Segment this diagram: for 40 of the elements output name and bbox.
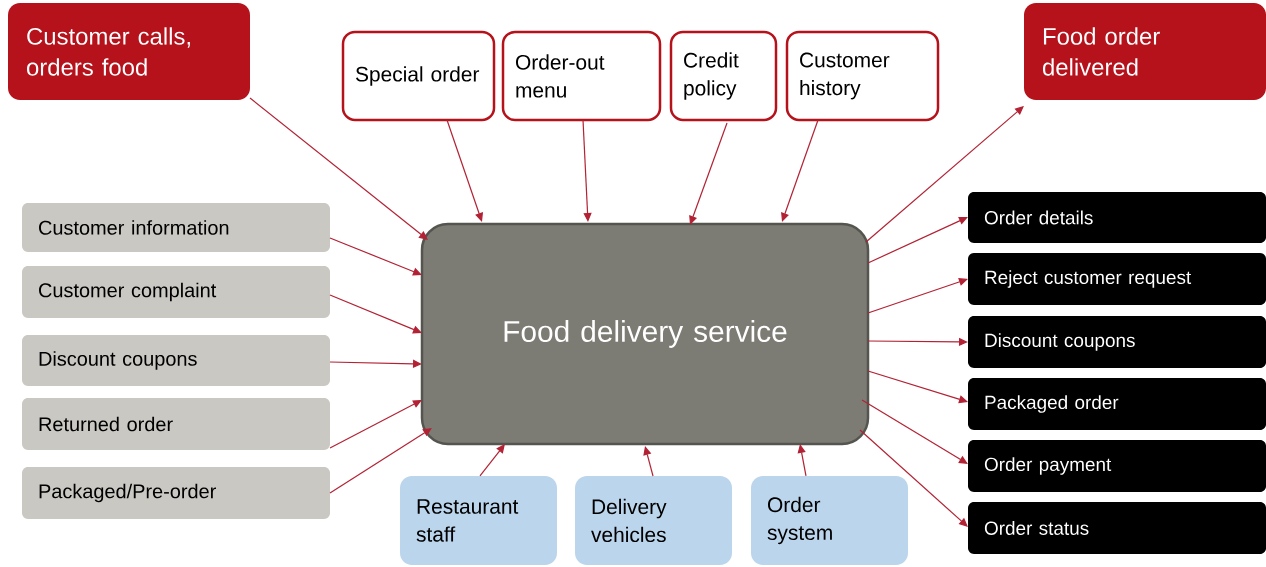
input-box: Customer complaint — [22, 266, 330, 318]
arrow — [329, 428, 432, 494]
arrow — [479, 444, 505, 477]
arrow — [249, 97, 428, 240]
process-box: Food delivery service — [420, 222, 870, 446]
resource-box: Order system — [751, 476, 908, 565]
output-box: Order details — [968, 192, 1266, 243]
event-box: Customer calls, orders food — [8, 3, 250, 100]
arrow — [861, 399, 968, 464]
input-box: Order-out menu — [501, 30, 662, 122]
arrow — [329, 294, 422, 334]
event-box: Food order delivered — [1024, 3, 1266, 100]
arrow — [582, 119, 592, 222]
resource-box: Restaurant staff — [400, 476, 557, 565]
arrow — [446, 119, 484, 222]
output-box: Order payment — [968, 440, 1266, 492]
arrow — [689, 122, 728, 225]
arrow — [329, 237, 422, 276]
arrow — [867, 277, 968, 314]
arrow — [781, 119, 819, 222]
arrow — [329, 400, 422, 449]
arrow — [867, 216, 968, 264]
input-box: Special order — [341, 30, 496, 122]
output-box: Reject customer request — [968, 253, 1266, 305]
output-box: Packaged order — [968, 378, 1266, 430]
resource-box: Delivery vehicles — [575, 476, 732, 565]
input-box: Returned order — [22, 398, 330, 450]
input-box: Discount coupons — [22, 335, 330, 386]
arrow — [643, 446, 654, 477]
input-box: Customer history — [785, 30, 940, 122]
arrow — [797, 444, 807, 477]
output-box: Discount coupons — [968, 316, 1266, 368]
arrow — [867, 370, 968, 404]
arrow — [859, 429, 968, 527]
input-box: Packaged/Pre-order — [22, 467, 330, 519]
arrow — [865, 106, 1024, 243]
input-box: Credit policy — [669, 30, 778, 122]
input-box: Customer information — [22, 203, 330, 252]
arrow — [329, 359, 422, 368]
output-box: Order status — [968, 502, 1266, 554]
